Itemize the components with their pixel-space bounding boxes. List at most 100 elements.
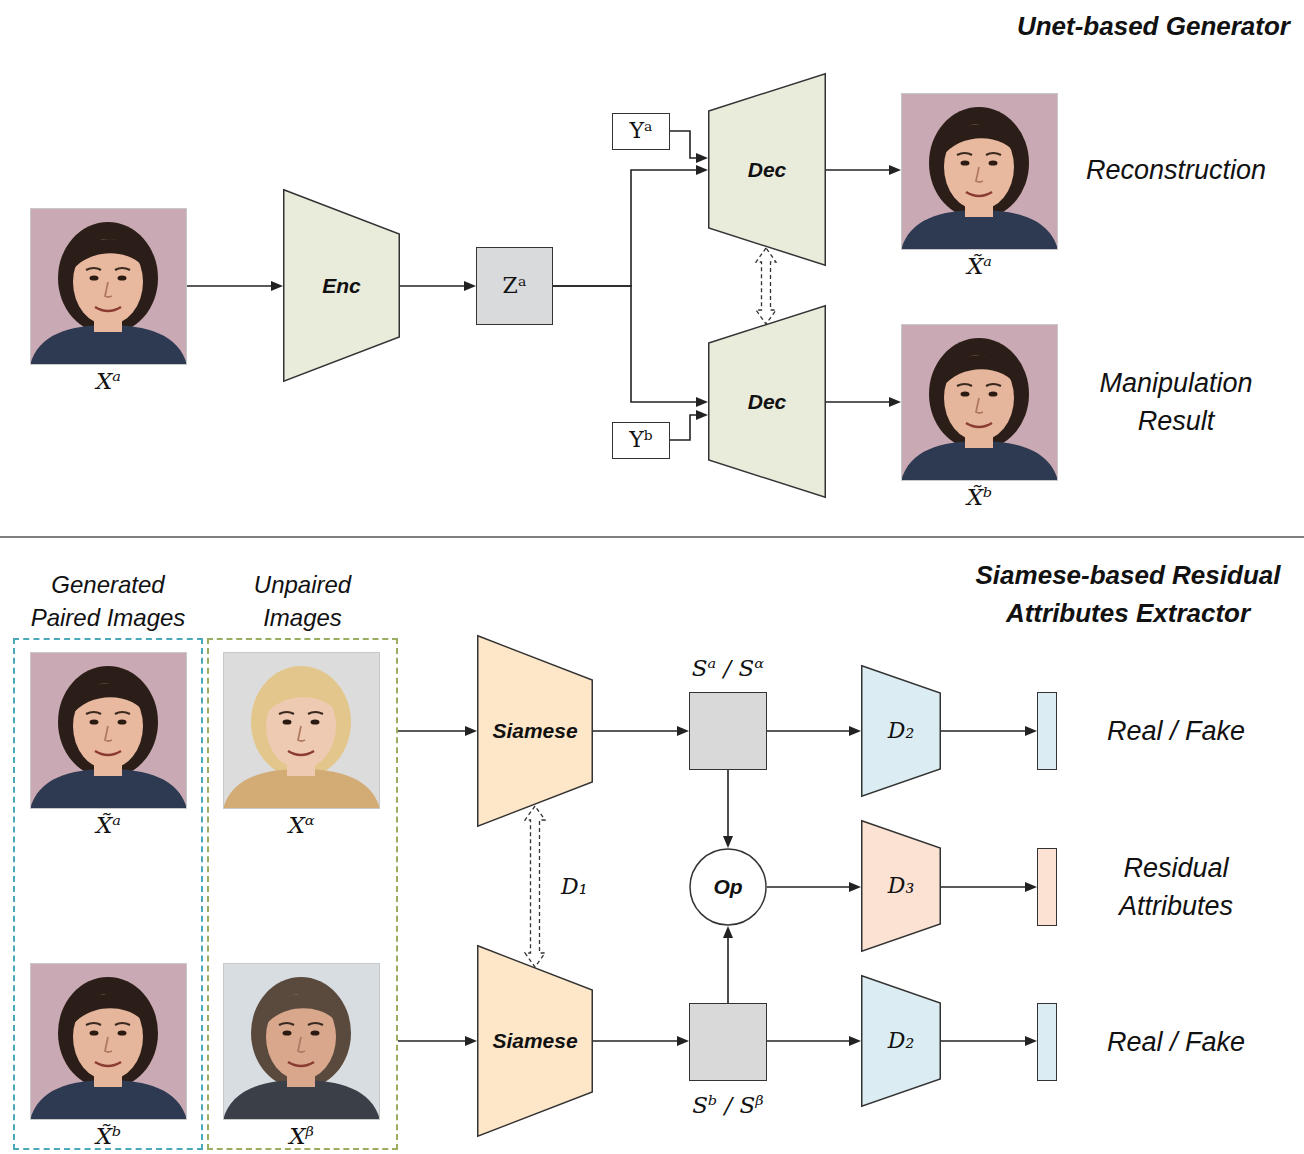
output-bar: Real / Fake bbox=[1037, 1003, 1057, 1081]
connector bbox=[593, 1036, 689, 1046]
arrowhead bbox=[849, 882, 861, 892]
section-divider bbox=[0, 536, 1304, 538]
connector-line bbox=[767, 1040, 849, 1042]
connector bbox=[670, 410, 708, 440]
connector-line bbox=[826, 169, 889, 171]
network-block: Enc bbox=[283, 189, 400, 382]
output-bar: Real / Fake bbox=[1037, 692, 1057, 770]
image-frame: X̃ᵇ bbox=[30, 963, 187, 1120]
circle-shape bbox=[690, 849, 766, 925]
edge-label: D₁ bbox=[559, 873, 589, 899]
connector bbox=[400, 281, 476, 291]
image-caption: X̃ᵇ bbox=[96, 1123, 122, 1151]
connector-line bbox=[593, 730, 677, 732]
arrowhead bbox=[1025, 1036, 1037, 1046]
image-caption: X̃ᵃ bbox=[967, 253, 992, 281]
network-block: Siamese bbox=[477, 945, 593, 1137]
dashed-group: Unpaired ImagesXᵅXᵝ bbox=[207, 638, 398, 1150]
image-caption: Sᵇ / Sᵝ bbox=[692, 1092, 763, 1120]
image-caption: Xᵅ bbox=[288, 812, 314, 840]
feature-box: Zᵃ bbox=[476, 247, 553, 325]
feature-box: Sᵇ / Sᵝ bbox=[689, 1003, 767, 1081]
face-photo bbox=[901, 324, 1058, 481]
node-label: Zᵃ bbox=[503, 273, 527, 299]
network-block: D₃ bbox=[861, 820, 941, 952]
image-frame: X̃ᵃReconstruction bbox=[901, 93, 1058, 250]
image-caption: Xᵃ bbox=[96, 368, 121, 396]
connector-line bbox=[187, 285, 271, 287]
connector bbox=[553, 165, 708, 286]
arrowhead bbox=[696, 153, 708, 163]
connector-line bbox=[400, 285, 464, 287]
connector-line bbox=[670, 131, 696, 158]
arrowhead bbox=[271, 281, 283, 291]
connector-line bbox=[553, 170, 696, 286]
operator-circle: Op bbox=[689, 848, 767, 926]
trapezoid-shape bbox=[709, 306, 826, 498]
node-label: Yᵃ bbox=[629, 118, 652, 144]
connector bbox=[670, 131, 708, 163]
connector bbox=[941, 1036, 1037, 1046]
image-caption: Xᵝ bbox=[289, 1123, 314, 1151]
arrowhead bbox=[1025, 726, 1037, 736]
node-label: Dec bbox=[748, 157, 787, 182]
arrowhead bbox=[723, 836, 733, 848]
image-caption: Sᵃ / Sᵅ bbox=[692, 655, 764, 683]
network-block: D₂ bbox=[861, 665, 941, 797]
connector bbox=[187, 281, 283, 291]
connector bbox=[553, 286, 708, 407]
side-label: Residual Attributes bbox=[1081, 850, 1271, 926]
node-label: Dec bbox=[748, 389, 787, 414]
side-label: Manipulation Result bbox=[1076, 365, 1276, 441]
dashed-group: Generated Paired ImagesX̃ᵃX̃ᵇ bbox=[13, 638, 203, 1150]
image-caption: X̃ᵇ bbox=[967, 484, 993, 512]
section-title: Siamese-based Residual Attributes Extrac… bbox=[958, 557, 1298, 632]
output-bar: Residual Attributes bbox=[1037, 848, 1057, 926]
connector bbox=[826, 165, 901, 175]
trapezoid-shape bbox=[709, 74, 826, 266]
trapezoid-shape bbox=[284, 190, 400, 382]
connector-line bbox=[398, 1040, 465, 1042]
group-heading: Generated Paired Images bbox=[23, 569, 193, 634]
node-label: D₃ bbox=[888, 873, 914, 899]
connector-line bbox=[826, 401, 889, 403]
trapezoid-shape bbox=[862, 666, 941, 797]
feature-box: Sᵃ / Sᵅ bbox=[689, 692, 767, 770]
face-photo bbox=[30, 652, 187, 809]
connector bbox=[941, 726, 1037, 736]
arrowhead bbox=[696, 165, 708, 175]
connector bbox=[525, 806, 545, 967]
section-title: Unet-based Generator bbox=[1017, 8, 1290, 46]
arrowhead bbox=[849, 1036, 861, 1046]
connector bbox=[723, 926, 733, 1003]
connector-line bbox=[727, 770, 729, 836]
arrowhead bbox=[723, 926, 733, 938]
connector bbox=[756, 248, 776, 324]
connector bbox=[593, 726, 689, 736]
connector bbox=[826, 397, 901, 407]
node-label: D₂ bbox=[888, 718, 914, 744]
arrowhead bbox=[696, 410, 708, 420]
connector bbox=[767, 1036, 861, 1046]
network-block: Siamese bbox=[477, 635, 593, 827]
connector-line bbox=[767, 730, 849, 732]
connector bbox=[398, 726, 477, 736]
node-label: D₂ bbox=[888, 1028, 914, 1054]
feature-box: Yᵃ bbox=[612, 113, 670, 150]
node-label: Siamese bbox=[492, 1028, 577, 1053]
side-label: Real / Fake bbox=[1076, 1024, 1276, 1062]
arrowhead bbox=[464, 281, 476, 291]
image-frame: Xᵃ bbox=[30, 208, 187, 365]
connector bbox=[767, 882, 861, 892]
node-label: Enc bbox=[322, 273, 361, 298]
connector-line bbox=[553, 286, 696, 402]
arrowhead bbox=[889, 397, 901, 407]
face-photo bbox=[30, 208, 187, 365]
trapezoid-shape bbox=[478, 636, 593, 827]
connector-line bbox=[593, 1040, 677, 1042]
group-heading: Unpaired Images bbox=[238, 569, 368, 634]
arrowhead bbox=[849, 726, 861, 736]
image-frame: Xᵝ bbox=[223, 963, 380, 1120]
connector-line bbox=[941, 886, 1025, 888]
